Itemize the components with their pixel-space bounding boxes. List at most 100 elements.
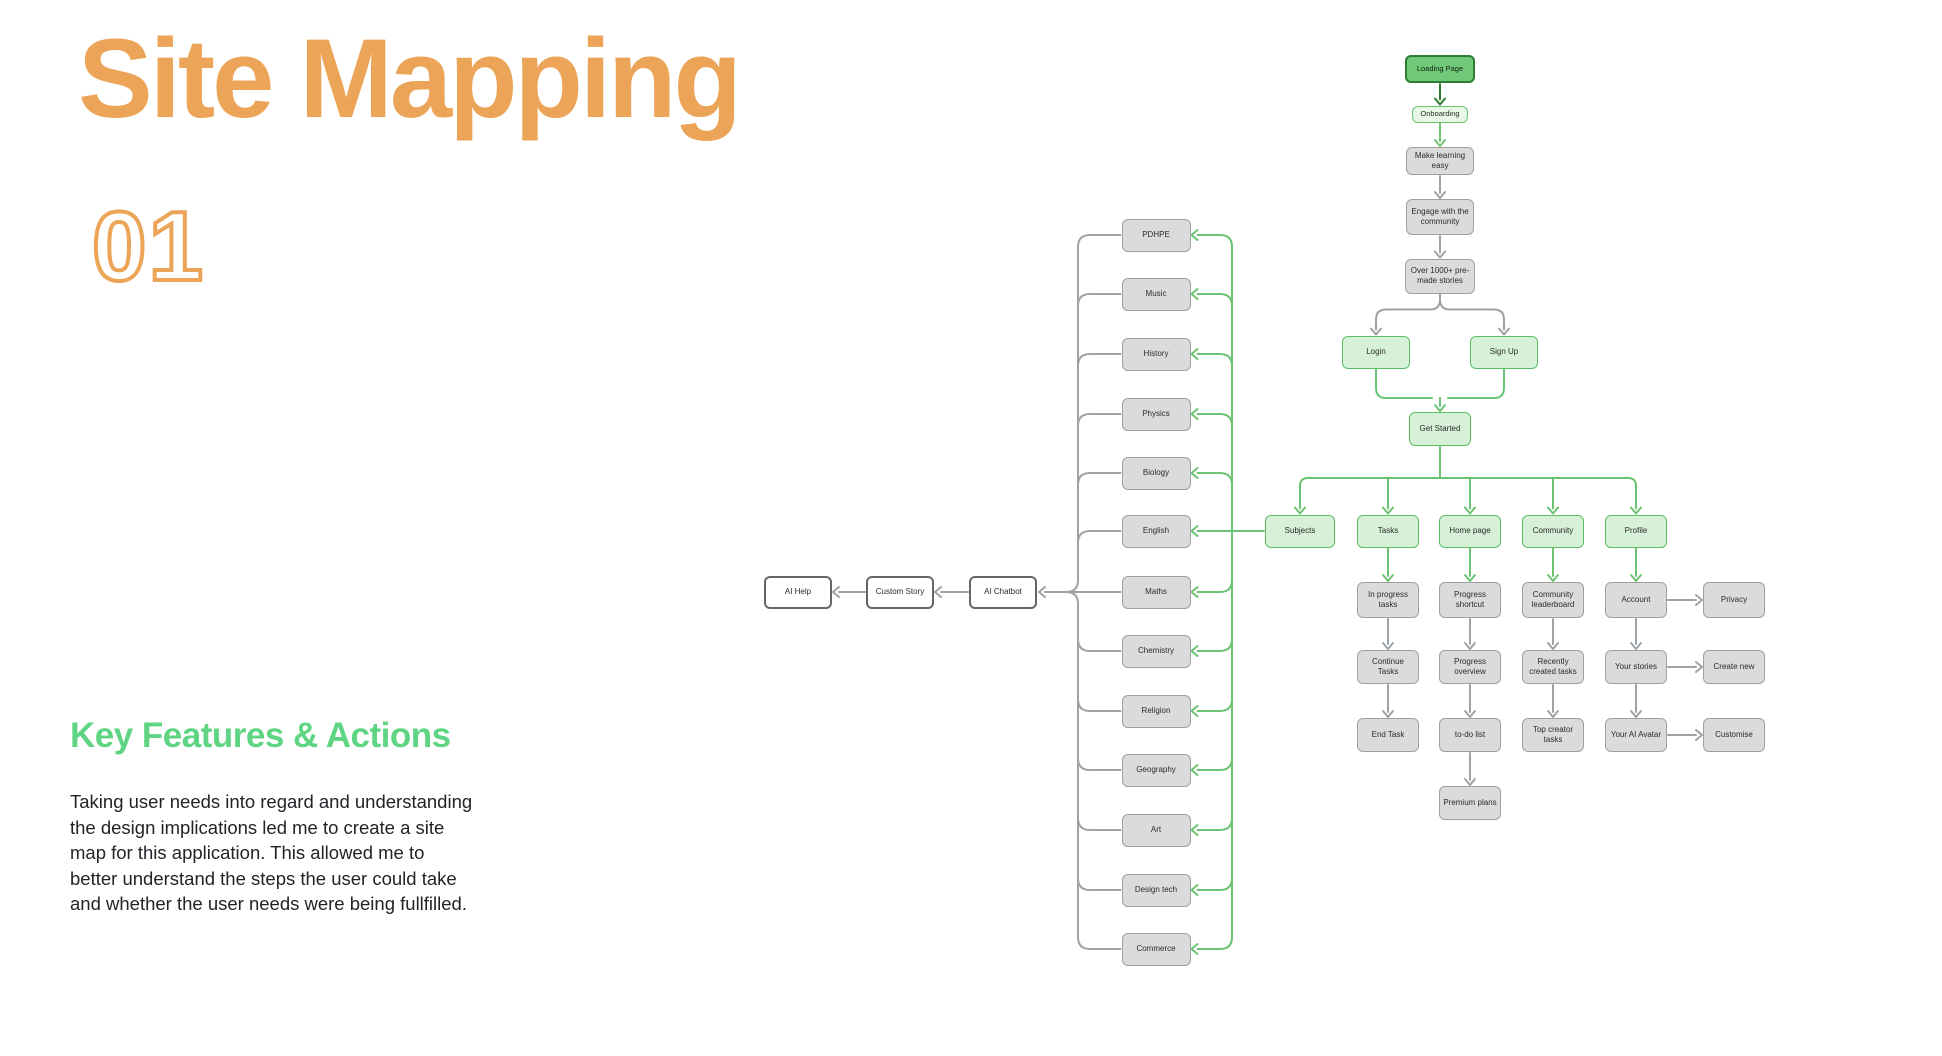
connector xyxy=(1196,638,1233,652)
connector xyxy=(1196,293,1233,307)
connector xyxy=(1464,642,1476,650)
flow-node-progover: Progress overview xyxy=(1439,650,1501,684)
section-paragraph: Taking user needs into regard and unders… xyxy=(70,791,473,914)
connector xyxy=(1434,250,1446,259)
connector xyxy=(1190,764,1199,776)
connector xyxy=(1196,234,1233,248)
connector xyxy=(1382,642,1394,650)
flow-node-s-maths: Maths xyxy=(1121,575,1191,609)
flow-node-topcreator: Top creator tasks xyxy=(1522,718,1584,752)
flow-node-createnew: Create new xyxy=(1703,650,1765,684)
connector xyxy=(1190,288,1199,300)
connector xyxy=(1196,472,1233,486)
connector xyxy=(1695,661,1703,673)
flow-node-s-art: Art xyxy=(1121,813,1191,847)
flow-node-s-biology: Biology xyxy=(1121,456,1191,490)
connector xyxy=(1695,594,1703,606)
flow-node-makeeasy: Make learning easy xyxy=(1406,147,1474,175)
flow-node-yourstories: Your stories xyxy=(1605,650,1667,684)
flow-node-privacy: Privacy xyxy=(1703,582,1765,618)
connector xyxy=(1190,884,1199,896)
connector xyxy=(1294,506,1306,515)
connector xyxy=(1630,574,1642,582)
flow-node-subjects: Subjects xyxy=(1265,514,1335,548)
flow-node-progshort: Progress shortcut xyxy=(1439,582,1501,618)
section-number-text: 01 xyxy=(92,191,205,300)
flow-node-s-geography: Geography xyxy=(1121,753,1191,787)
connector xyxy=(1382,710,1394,718)
connector xyxy=(1044,579,1079,593)
connector xyxy=(1464,574,1476,582)
connector xyxy=(1196,817,1233,831)
flow-node-homepage: Home page xyxy=(1439,514,1501,548)
connector xyxy=(1190,645,1199,657)
connector xyxy=(1190,525,1199,537)
flow-node-continuetasks: Continue Tasks xyxy=(1357,650,1419,684)
connector xyxy=(1196,413,1233,427)
connector xyxy=(1196,579,1233,593)
connector xyxy=(1630,642,1642,650)
flow-node-tasks: Tasks xyxy=(1357,514,1419,548)
flow-node-todolist: to-do list xyxy=(1439,718,1501,752)
connector xyxy=(1077,413,1122,427)
flow-node-s-english: English xyxy=(1121,514,1191,548)
connector xyxy=(1375,368,1433,399)
connector xyxy=(1077,936,1122,950)
connector xyxy=(1077,530,1122,544)
connector xyxy=(1434,139,1446,147)
connector xyxy=(1190,705,1199,717)
connector xyxy=(1434,97,1446,106)
flow-node-customise: Customise xyxy=(1703,718,1765,752)
flow-node-s-commerce: Commerce xyxy=(1121,932,1191,966)
connector xyxy=(1196,698,1233,712)
connector xyxy=(1464,506,1476,515)
connector xyxy=(1382,506,1394,515)
flow-node-getstarted: Get Started xyxy=(1409,412,1471,446)
connector xyxy=(1196,353,1233,367)
connector xyxy=(1190,408,1199,420)
flow-node-customstory: Custom Story xyxy=(866,575,934,609)
flow-node-commlead: Community leaderboard xyxy=(1522,582,1584,618)
connector xyxy=(1375,293,1441,331)
flow-node-signup: Sign Up xyxy=(1470,335,1538,369)
section-number: 01 xyxy=(90,190,205,300)
connector xyxy=(1077,353,1122,367)
flow-node-inprogress: In progress tasks xyxy=(1357,582,1419,618)
page-title: Site Mapping xyxy=(78,16,742,141)
connector xyxy=(1464,710,1476,718)
flow-node-aichatbot: AI Chatbot xyxy=(969,575,1037,609)
connector xyxy=(1077,472,1122,486)
flow-node-s-physics: Physics xyxy=(1121,397,1191,431)
connector xyxy=(934,586,942,598)
flow-node-over1000: Over 1000+ pre-made stories xyxy=(1405,258,1475,294)
flow-node-recenttasks: Recently created tasks xyxy=(1522,650,1584,684)
flow-node-s-history: History xyxy=(1121,337,1191,371)
connector xyxy=(1299,477,1637,487)
connector xyxy=(1077,698,1122,712)
flow-node-community: Community xyxy=(1522,514,1584,548)
connector xyxy=(1447,368,1505,399)
connector xyxy=(1190,943,1199,955)
flow-node-s-religion: Religion xyxy=(1121,694,1191,728)
connector xyxy=(1370,327,1382,336)
connector xyxy=(1196,877,1233,891)
flow-node-s-pdhpe: PDHPE xyxy=(1121,218,1191,252)
connector xyxy=(1190,824,1199,836)
connector xyxy=(1434,191,1446,199)
flow-node-premium: Premium plans xyxy=(1439,786,1501,820)
connector xyxy=(1695,729,1703,741)
flow-node-onboarding: Onboarding xyxy=(1412,105,1468,123)
connector xyxy=(1547,642,1559,650)
flow-node-loading: Loading Page xyxy=(1405,55,1475,83)
connector xyxy=(1547,710,1559,718)
connector xyxy=(1077,293,1122,307)
connector xyxy=(1077,638,1122,652)
flow-node-login: Login xyxy=(1342,335,1410,369)
connector xyxy=(1038,586,1046,598)
connector xyxy=(1077,757,1122,771)
flow-node-s-music: Music xyxy=(1121,277,1191,311)
connector xyxy=(1190,229,1199,241)
